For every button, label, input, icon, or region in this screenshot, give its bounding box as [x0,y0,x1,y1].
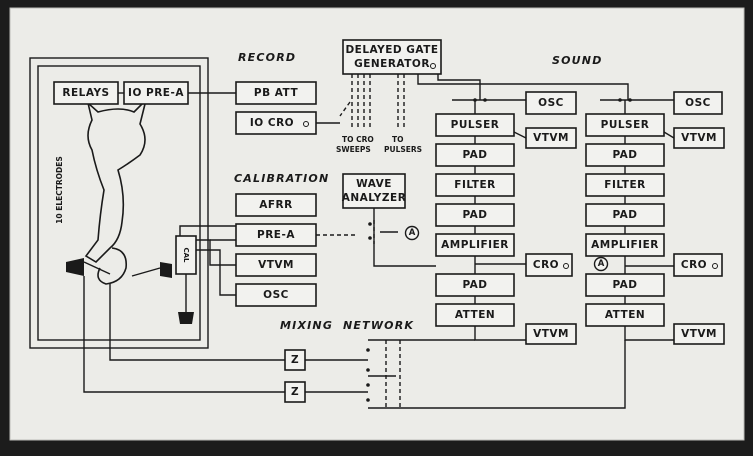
pre-a-box: PRE-A [235,223,317,247]
right-transducer-icon [131,262,172,278]
wave-analyzer-box: WAVE ANALYZER [342,173,407,209]
svg-text:AMPLIFIER: AMPLIFIER [591,239,659,251]
svg-text:OSC: OSC [685,97,711,109]
svg-text:AMPLIFIER: AMPLIFIER [441,239,509,251]
right-pad-1-box: PAD [585,143,665,167]
left-vtvm-top-box: VTVM [525,127,577,149]
vtvm-calibration-box: VTVM [235,253,317,277]
svg-text:PAD: PAD [462,279,487,291]
generator-knob-icon [430,63,436,69]
right-cro-box: CRO [673,253,723,277]
left-vtvm-bottom-box: VTVM [525,323,577,345]
svg-text:PAD: PAD [612,149,637,161]
svg-text:PULSER: PULSER [451,119,500,131]
svg-text:VTVM: VTVM [533,132,569,144]
left-amplifier-box: AMPLIFIER [435,233,515,257]
animal-silhouette-icon [84,97,148,285]
svg-text:ATTEN: ATTEN [605,309,645,321]
svg-text:GENERATOR: GENERATOR [354,58,430,70]
network-heading: NETWORK [343,319,414,332]
svg-text:IO PRE-A: IO PRE-A [128,87,184,99]
sweeps-label: SWEEPS [336,145,371,154]
svg-text:VTVM: VTVM [258,259,294,271]
svg-text:WAVE: WAVE [356,178,392,190]
left-osc-box: OSC [525,91,577,115]
left-pad-1-box: PAD [435,143,515,167]
svg-text:OSC: OSC [538,97,564,109]
left-transducer-icon [66,258,111,276]
left-pad-3-box: PAD [435,273,515,297]
to-cro-label: TO CRO [342,135,374,144]
right-pulser-box: PULSER [585,113,665,137]
svg-text:PAD: PAD [462,149,487,161]
calibration-heading: CALIBRATION [234,172,329,185]
to-label: TO [392,135,404,144]
cal-label: CAL [182,247,190,263]
svg-text:VTVM: VTVM [681,328,717,340]
right-atten-box: ATTEN [585,303,665,327]
cro-10-knob-icon [303,121,309,127]
svg-text:PAD: PAD [612,209,637,221]
marker-a-wave: A [404,225,420,241]
osc-calibration-box: OSC [235,283,317,307]
svg-text:IO CRO: IO CRO [250,117,294,129]
left-atten-box: ATTEN [435,303,515,327]
svg-text:VTVM: VTVM [533,328,569,340]
svg-text:Z: Z [291,386,299,398]
right-pad-3-box: PAD [585,273,665,297]
svg-text:FILTER: FILTER [604,179,645,191]
svg-text:FILTER: FILTER [454,179,495,191]
svg-text:ATTEN: ATTEN [455,309,495,321]
svg-text:OSC: OSC [263,289,289,301]
svg-text:VTVM: VTVM [681,132,717,144]
svg-text:PRE-A: PRE-A [257,229,295,241]
mixing-heading: MIXING [280,319,333,332]
right-osc-box: OSC [673,91,723,115]
svg-text:DELAYED GATE: DELAYED GATE [345,44,438,56]
svg-text:PULSER: PULSER [601,119,650,131]
right-filter-box: FILTER [585,173,665,197]
relays-box: RELAYS [53,81,119,105]
svg-text:A: A [409,228,416,238]
connection-lines [83,74,675,410]
svg-text:CRO: CRO [681,259,707,271]
electrodes-label: 10 ELECTRODES [55,156,64,224]
pulsers-label: PULSERS [384,145,422,154]
svg-text:ANALYZER: ANALYZER [342,192,407,204]
cro-10-box: IO CRO [235,111,317,135]
svg-text:RELAYS: RELAYS [62,87,109,99]
left-pad-2-box: PAD [435,203,515,227]
svg-text:PAD: PAD [462,209,487,221]
pb-att-box: PB ATT [235,81,317,105]
sound-heading: SOUND [552,54,603,67]
left-cro-knob-icon [563,263,569,269]
svg-text:AFRR: AFRR [259,199,292,211]
svg-text:CRO: CRO [533,259,559,271]
left-cro-box: CRO [525,253,573,277]
svg-text:PB ATT: PB ATT [254,87,299,99]
left-filter-box: FILTER [435,173,515,197]
marker-a-right: A [593,256,609,272]
svg-text:PAD: PAD [612,279,637,291]
delayed-gate-generator-box: DELAYED GATE GENERATOR [342,39,442,75]
right-vtvm-top-box: VTVM [673,127,725,149]
afrr-box: AFRR [235,193,317,217]
record-heading: RECORD [238,51,296,64]
pre-a-10-box: IO PRE-A [123,81,189,105]
right-amplifier-box: AMPLIFIER [585,233,665,257]
cal-device: CAL [175,235,197,324]
animal-enclosure [29,57,209,349]
right-cro-knob-icon [712,263,718,269]
right-pad-2-box: PAD [585,203,665,227]
left-pulser-box: PULSER [435,113,515,137]
svg-text:Z: Z [291,354,299,366]
z-box-lower: Z [284,381,306,403]
z-box-upper: Z [284,349,306,371]
right-vtvm-bottom-box: VTVM [673,323,725,345]
svg-text:A: A [598,259,605,269]
